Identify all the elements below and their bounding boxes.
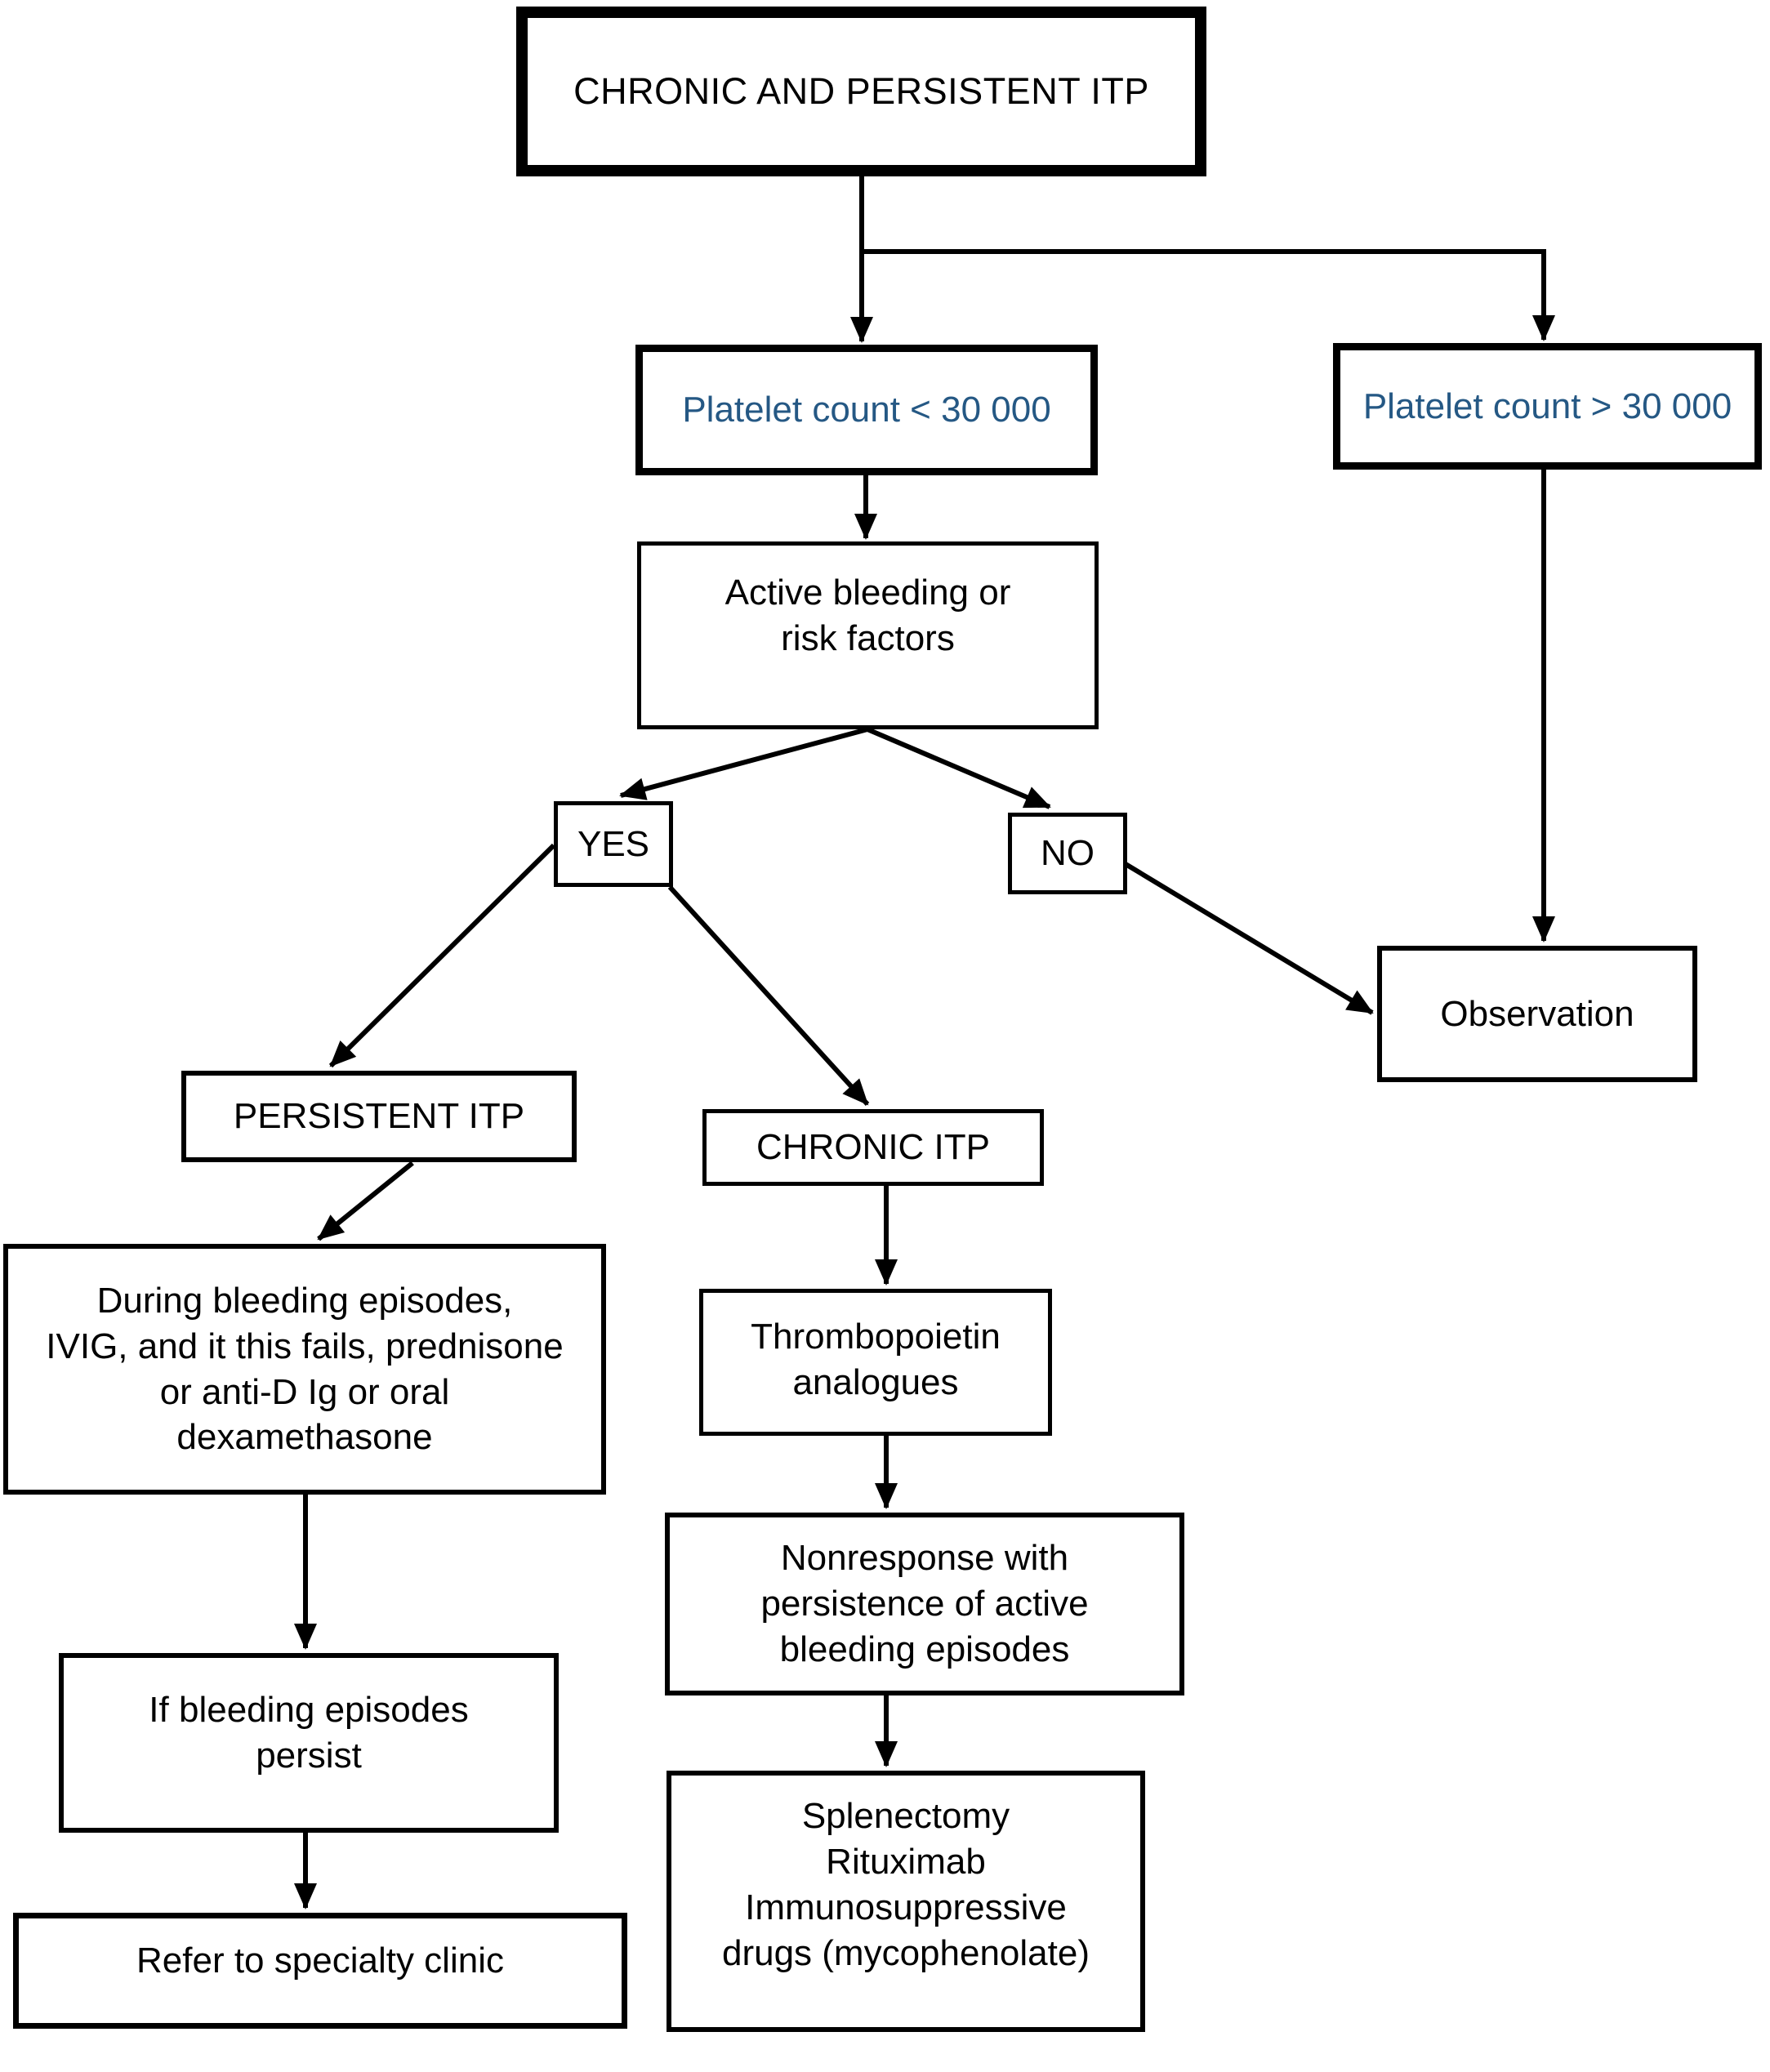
node-refer-specialty-clinic: Refer to specialty clinic bbox=[13, 1913, 627, 2029]
arrow-active-to-yes bbox=[619, 727, 868, 800]
node-yes-label: YES bbox=[577, 823, 650, 864]
node-platelet-count-high: Platelet count > 30 000 bbox=[1333, 343, 1762, 470]
node-active-bleeding-label: Active bleeding or risk factors bbox=[724, 573, 1011, 658]
node-persistent-itp-label: PERSISTENT ITP bbox=[233, 1096, 525, 1137]
node-if-bleeding-label: If bleeding episodes persist bbox=[149, 1690, 469, 1776]
node-platelet-count-low: Platelet count < 30 000 bbox=[635, 345, 1098, 475]
node-nonresponse-label: Nonresponse with persistence of active b… bbox=[760, 1538, 1089, 1669]
node-nonresponse: Nonresponse with persistence of active b… bbox=[665, 1513, 1184, 1695]
node-during-bleeding-label: During bleeding episodes, IVIG, and it t… bbox=[46, 1280, 564, 1458]
node-thrombopoietin: Thrombopoietin analogues bbox=[699, 1289, 1052, 1436]
node-title-label: CHRONIC AND PERSISTENT ITP bbox=[573, 70, 1149, 113]
arrow-yes-to-persistent bbox=[328, 843, 556, 1068]
arrow-no-to-observation bbox=[1124, 862, 1374, 1015]
arrow-title-to-platelet-high bbox=[862, 249, 1555, 341]
arrow-persistent-to-during bbox=[317, 1161, 414, 1241]
arrow-yes-to-chronic bbox=[667, 884, 870, 1107]
node-platelet-count-high-label: Platelet count > 30 000 bbox=[1362, 385, 1732, 426]
node-yes: YES bbox=[554, 801, 673, 887]
node-chronic-itp-label: CHRONIC ITP bbox=[756, 1127, 990, 1168]
node-splenectomy: Splenectomy Rituximab Immunosuppressive … bbox=[667, 1771, 1145, 2032]
node-during-bleeding: During bleeding episodes, IVIG, and it t… bbox=[3, 1244, 606, 1495]
node-thrombopoietin-label: Thrombopoietin analogues bbox=[751, 1317, 1001, 1402]
node-splenectomy-label: Splenectomy Rituximab Immunosuppressive … bbox=[721, 1796, 1090, 1973]
node-refer-specialty-clinic-label: Refer to specialty clinic bbox=[136, 1941, 504, 1981]
arrow-active-to-no bbox=[866, 727, 1051, 809]
node-observation-label: Observation bbox=[1440, 993, 1634, 1034]
node-if-bleeding: If bleeding episodes persist bbox=[59, 1653, 559, 1833]
node-platelet-count-low-label: Platelet count < 30 000 bbox=[682, 390, 1051, 430]
node-persistent-itp: PERSISTENT ITP bbox=[181, 1071, 577, 1162]
node-active-bleeding: Active bleeding or risk factors bbox=[637, 541, 1099, 729]
node-observation: Observation bbox=[1377, 946, 1697, 1082]
node-no: NO bbox=[1008, 813, 1127, 894]
node-chronic-itp: CHRONIC ITP bbox=[702, 1109, 1044, 1186]
node-no-label: NO bbox=[1041, 833, 1095, 874]
node-title: CHRONIC AND PERSISTENT ITP bbox=[516, 7, 1206, 176]
